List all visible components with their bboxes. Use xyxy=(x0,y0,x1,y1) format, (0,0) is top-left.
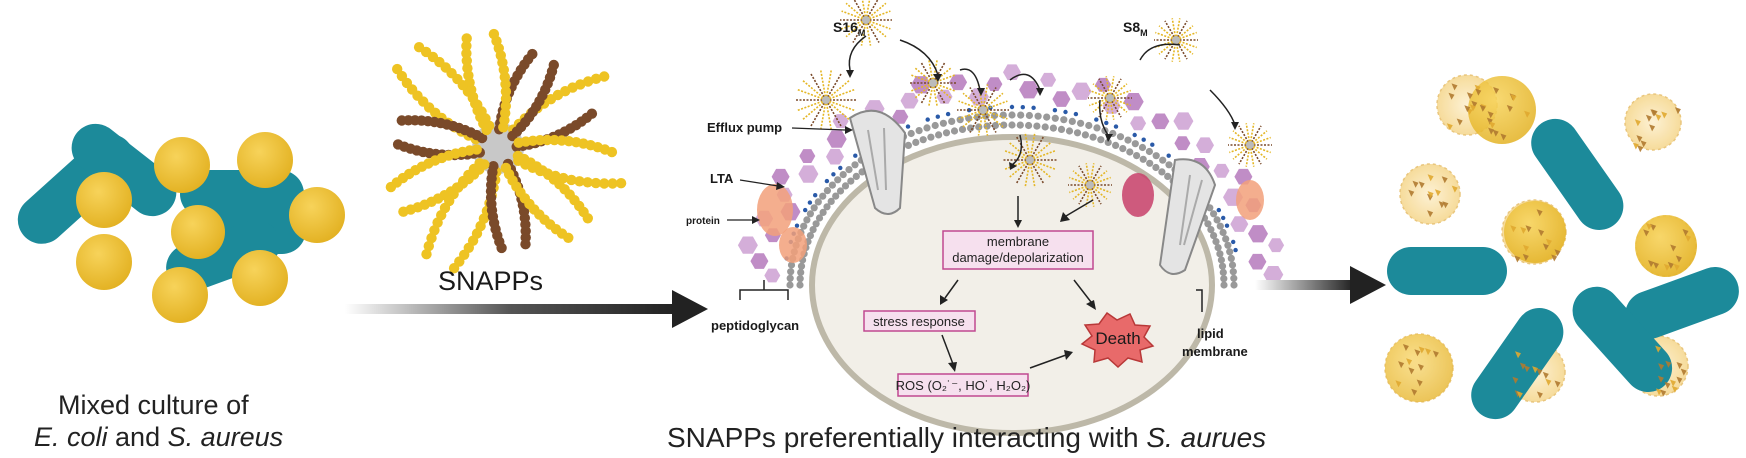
saureus-cell xyxy=(1385,334,1453,402)
svg-text:membrane: membrane xyxy=(987,234,1049,249)
middle-caption: SNAPPs preferentially interacting with S… xyxy=(667,422,1267,453)
outcome-cluster xyxy=(1384,74,1739,420)
ecoli-rod xyxy=(1572,286,1673,392)
membrane-protein xyxy=(757,184,793,236)
saureus-cell xyxy=(232,250,288,306)
approach-arrowheads xyxy=(846,70,1239,170)
cell-debris xyxy=(1395,83,1691,399)
death-burst: Death xyxy=(1080,311,1155,369)
stress-response-box: stress response xyxy=(863,310,976,332)
lipid-label: lipid xyxy=(1197,326,1224,341)
ecoli-rod xyxy=(1387,247,1507,295)
protein-label: protein xyxy=(686,216,720,227)
svg-text:Death: Death xyxy=(1095,329,1140,348)
s8m-label: S8M xyxy=(1123,19,1148,38)
left-caption-line2: E. coli and S. aureus xyxy=(34,422,284,452)
saureus-cell xyxy=(289,187,345,243)
membrane-protein xyxy=(1236,180,1264,220)
efflux-pump-left xyxy=(848,109,907,215)
svg-text:stress response: stress response xyxy=(873,314,965,329)
pathway-arrows xyxy=(940,196,1096,372)
cell-interaction-panel: S16M S8M Efflux pump LTA protein peptido… xyxy=(686,0,1285,436)
ecoli-rod xyxy=(1531,118,1624,230)
saureus-cell xyxy=(1468,76,1536,144)
process-arrow-2 xyxy=(1255,266,1386,304)
saureus-cell xyxy=(76,234,132,290)
lta-label: LTA xyxy=(710,171,734,186)
ecoli-rod xyxy=(71,123,177,217)
svg-text:ROS (O₂˙⁻, HO˙, H₂O₂): ROS (O₂˙⁻, HO˙, H₂O₂) xyxy=(896,378,1031,393)
lipid-bracket xyxy=(1196,289,1203,312)
saureus-cell xyxy=(237,132,293,188)
membrane-damage-box: membrane damage/depolarization xyxy=(942,230,1094,270)
membrane-label: membrane xyxy=(1182,344,1248,359)
membrane-protein xyxy=(1122,173,1154,217)
peptidoglycan-label: peptidoglycan xyxy=(711,318,799,333)
svg-text:damage/depolarization: damage/depolarization xyxy=(952,250,1084,265)
efflux-pump-pointer xyxy=(791,127,846,131)
efflux-pump-label: Efflux pump xyxy=(707,120,782,135)
saureus-cell xyxy=(76,172,132,228)
snapps-label: SNAPPs xyxy=(438,266,543,296)
saureus-cell xyxy=(171,205,225,259)
efflux-pump-right xyxy=(1158,158,1217,275)
lta-pointer xyxy=(739,179,779,187)
membrane-protein xyxy=(779,227,807,263)
saureus-cell xyxy=(152,267,208,323)
saureus-cell xyxy=(154,137,210,193)
snapp-star-polymer xyxy=(385,28,627,274)
mixed-culture-cluster xyxy=(17,123,345,323)
bound-snapps xyxy=(796,0,1272,207)
peptidoglycan-bracket xyxy=(739,280,789,300)
s16m-label: S16M xyxy=(833,19,865,38)
process-arrow-1 xyxy=(345,290,708,328)
ecoli-rod xyxy=(1471,308,1564,420)
ros-box: ROS (O₂˙⁻, HO˙, H₂O₂) xyxy=(896,373,1031,397)
ecoli-rod xyxy=(1625,267,1739,339)
saureus-cell xyxy=(1504,201,1566,263)
left-caption-line1: Mixed culture of xyxy=(58,390,249,420)
